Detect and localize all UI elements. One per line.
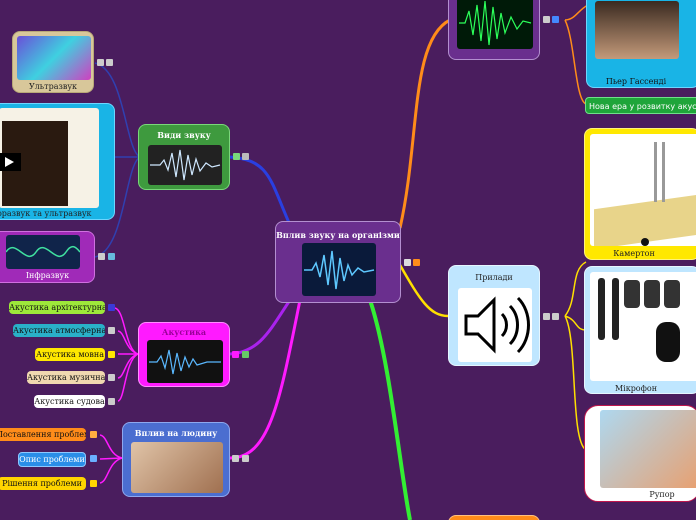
notes-icon[interactable] — [232, 351, 239, 358]
notes-icon[interactable] — [98, 253, 105, 260]
acoustics-speech[interactable]: Акустика мовна — [35, 348, 105, 361]
infra-ultra-node[interactable]: Інфразвук та ультразвук — [0, 103, 115, 220]
branch-devices[interactable]: Прилади — [448, 265, 540, 366]
bottom-partial-node[interactable] — [448, 515, 540, 520]
notes-icon[interactable] — [404, 259, 411, 266]
tuning-fork-node[interactable]: Камертон — [584, 128, 696, 260]
waveform-icon — [6, 245, 80, 258]
infrasound-image — [6, 235, 80, 269]
tuning-fork-label: Камертон — [613, 249, 655, 258]
waveform-icon — [304, 250, 375, 290]
branch-acoustics-title: Акустика — [161, 327, 207, 337]
notes-icon[interactable] — [90, 480, 97, 487]
branch-devices-title: Прилади — [475, 273, 513, 282]
human-image — [131, 442, 223, 493]
attachment-icon[interactable] — [108, 327, 115, 334]
branch-human-title: Вплив на людину — [134, 428, 218, 438]
speaker-icon — [464, 296, 530, 354]
central-topic[interactable]: Вплив звуку на організми — [275, 221, 401, 303]
types-waveform-image — [148, 145, 222, 185]
infra-ultra-label: Інфразвук та ультразвук — [0, 209, 92, 218]
notes-icon[interactable] — [90, 431, 97, 438]
infrasound-node[interactable]: Інфразвук — [0, 231, 95, 283]
acoustics-forensic[interactable]: Акустика судова — [34, 395, 105, 408]
notes-icon[interactable] — [543, 16, 550, 23]
infra-ultra-video[interactable] — [0, 108, 99, 208]
microphone-label: Мікрофон — [614, 384, 658, 393]
notes-icon[interactable] — [97, 59, 104, 66]
play-icon[interactable] — [3, 156, 15, 168]
acoustics-waveform-image — [147, 340, 223, 383]
acoustics-atmospheric[interactable]: Акустика атмосферна — [13, 324, 105, 337]
central-topic-title: Вплив звуку на організми — [276, 230, 400, 240]
attachment-icon[interactable] — [108, 398, 115, 405]
attachment-icon[interactable] — [552, 16, 559, 23]
portrait-node[interactable]: Пьер Гассенді — [586, 0, 696, 88]
attachment-icon[interactable] — [552, 313, 559, 320]
attachment-icon[interactable] — [242, 455, 249, 462]
history-waveform-image — [457, 0, 533, 49]
notes-icon[interactable] — [108, 304, 115, 311]
waveform-icon — [149, 349, 221, 375]
speaker-image — [458, 288, 532, 362]
branch-acoustics[interactable]: Акустика — [138, 322, 230, 387]
branch-human[interactable]: Вплив на людину — [122, 422, 230, 497]
central-waveform-image — [302, 243, 376, 296]
acoustics-architectural[interactable]: Акустика архітектурна — [9, 301, 105, 314]
infrasound-label: Інфразвук — [25, 271, 70, 280]
notes-icon[interactable] — [232, 455, 239, 462]
waveform-icon — [459, 0, 532, 46]
waveform-icon — [150, 149, 221, 181]
ultrasound-node[interactable]: Ультразвук — [12, 31, 94, 93]
megaphone-label: Рупор — [649, 490, 675, 499]
portrait-image — [595, 1, 679, 59]
problem-statement[interactable]: Поставлення проблеми — [0, 428, 86, 441]
history-waveform-node[interactable] — [448, 0, 540, 60]
ultrasound-label: Ультразвук — [28, 82, 78, 91]
ultrasound-image — [17, 36, 91, 80]
notes-icon[interactable] — [90, 455, 97, 462]
new-era-node[interactable]: Нова ера у розвитку акустики — [585, 97, 696, 114]
link-icon[interactable] — [108, 253, 115, 260]
tuning-fork-image — [590, 134, 696, 246]
notes-icon[interactable] — [543, 313, 550, 320]
attachment-icon[interactable] — [108, 351, 115, 358]
problem-description[interactable]: Опис проблеми — [18, 452, 86, 467]
portrait-caption: Пьер Гассенді — [605, 77, 667, 86]
megaphone-node[interactable]: Рупор — [584, 405, 696, 502]
acoustics-musical[interactable]: Акустика музична — [27, 371, 105, 384]
attachment-icon[interactable] — [108, 374, 115, 381]
branch-types[interactable]: Види звуку — [138, 124, 230, 190]
attachment-icon[interactable] — [106, 59, 113, 66]
megaphone-image — [600, 410, 696, 488]
link-icon[interactable] — [242, 153, 249, 160]
problem-solution[interactable]: Рішення проблеми — [0, 477, 86, 490]
link-icon[interactable] — [242, 351, 249, 358]
attachment-icon[interactable] — [413, 259, 420, 266]
notes-icon[interactable] — [233, 153, 240, 160]
microphone-image — [590, 272, 696, 381]
branch-types-title: Види звуку — [157, 130, 211, 140]
microphone-node[interactable]: Мікрофон — [584, 266, 696, 394]
